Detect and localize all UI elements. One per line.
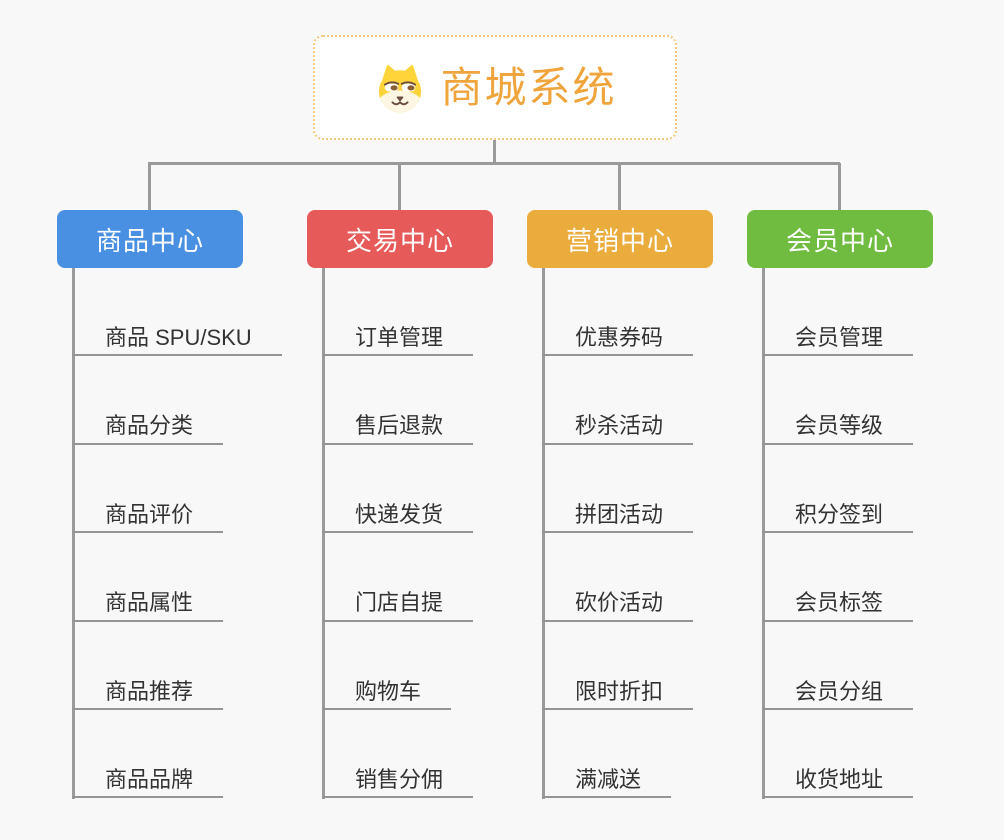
leaf-node[interactable]: 快递发货 — [322, 502, 474, 534]
connector-drop-marketing-center — [618, 163, 621, 210]
branch-column-marketing-center: 营销中心优惠券码秒杀活动拼团活动砍价活动限时折扣满减送 — [527, 210, 787, 799]
branch-node-trade-center[interactable]: 交易中心 — [307, 210, 493, 268]
branch-node-member-center[interactable]: 会员中心 — [747, 210, 933, 268]
leaf-node[interactable]: 砍价活动 — [542, 590, 694, 622]
leaf-row: 快递发货 — [322, 445, 474, 534]
leaf-list-member-center: 会员管理会员等级积分签到会员标签会员分组收货地址 — [762, 268, 914, 799]
branch-column-trade-center: 交易中心订单管理售后退款快递发货门店自提购物车销售分佣 — [307, 210, 567, 799]
leaf-row: 订单管理 — [322, 268, 474, 357]
leaf-row: 商品品牌 — [72, 710, 282, 799]
leaf-node[interactable]: 优惠券码 — [542, 325, 694, 357]
leaf-row: 秒杀活动 — [542, 356, 694, 445]
leaf-node[interactable]: 销售分佣 — [322, 767, 474, 799]
connector-trunk-member-center — [762, 268, 765, 799]
leaf-row: 销售分佣 — [322, 710, 474, 799]
leaf-row: 积分签到 — [762, 445, 914, 534]
connector-trunk-trade-center — [322, 268, 325, 799]
leaf-row: 商品推荐 — [72, 622, 282, 710]
leaf-node[interactable]: 商品属性 — [72, 590, 224, 622]
connector-drop-product-center — [148, 163, 151, 210]
leaf-node[interactable]: 秒杀活动 — [542, 413, 694, 445]
leaf-node[interactable]: 满减送 — [542, 767, 672, 799]
leaf-node[interactable]: 商品品牌 — [72, 767, 224, 799]
leaf-row: 售后退款 — [322, 356, 474, 445]
leaf-node[interactable]: 商品 SPU/SKU — [72, 325, 282, 357]
connector-root-drop — [493, 140, 496, 164]
leaf-node[interactable]: 积分签到 — [762, 502, 914, 534]
leaf-node[interactable]: 订单管理 — [322, 325, 474, 357]
leaf-node[interactable]: 会员等级 — [762, 413, 914, 445]
leaf-row: 会员管理 — [762, 268, 914, 357]
leaf-node[interactable]: 会员分组 — [762, 679, 914, 710]
branch-column-member-center: 会员中心会员管理会员等级积分签到会员标签会员分组收货地址 — [747, 210, 1004, 799]
leaf-list-trade-center: 订单管理售后退款快递发货门店自提购物车销售分佣 — [322, 268, 474, 799]
branch-node-product-center[interactable]: 商品中心 — [57, 210, 243, 268]
leaf-node[interactable]: 会员管理 — [762, 325, 914, 357]
leaf-row: 门店自提 — [322, 533, 474, 622]
leaf-row: 限时折扣 — [542, 622, 694, 710]
leaf-node[interactable]: 限时折扣 — [542, 679, 694, 710]
connector-trunk-product-center — [72, 268, 75, 799]
leaf-row: 优惠券码 — [542, 268, 694, 357]
leaf-node[interactable]: 拼团活动 — [542, 502, 694, 534]
dog-face-icon — [373, 61, 427, 115]
connector-drop-member-center — [838, 163, 841, 210]
leaf-row: 拼团活动 — [542, 445, 694, 534]
root-title: 商城系统 — [440, 63, 617, 111]
leaf-row: 购物车 — [322, 622, 473, 710]
leaf-row: 商品分类 — [72, 356, 282, 445]
branch-node-marketing-center[interactable]: 营销中心 — [527, 210, 713, 268]
connector-trunk-marketing-center — [542, 268, 545, 799]
leaf-node[interactable]: 会员标签 — [762, 590, 914, 622]
leaf-row: 满减送 — [542, 710, 693, 799]
leaf-list-marketing-center: 优惠券码秒杀活动拼团活动砍价活动限时折扣满减送 — [542, 268, 694, 799]
leaf-row: 商品评价 — [72, 445, 282, 534]
leaf-node[interactable]: 商品分类 — [72, 413, 224, 445]
leaf-row: 会员分组 — [762, 622, 914, 710]
leaf-row: 商品属性 — [72, 533, 282, 622]
leaf-row: 砍价活动 — [542, 533, 694, 622]
leaf-node[interactable]: 商品推荐 — [72, 679, 224, 710]
leaf-list-product-center: 商品 SPU/SKU 商品分类商品评价商品属性商品推荐商品品牌 — [72, 268, 282, 799]
connector-drop-trade-center — [398, 163, 401, 210]
leaf-node[interactable]: 收货地址 — [762, 767, 914, 799]
leaf-node[interactable]: 售后退款 — [322, 413, 474, 445]
leaf-row: 会员等级 — [762, 356, 914, 445]
leaf-row: 会员标签 — [762, 533, 914, 622]
branch-column-product-center: 商品中心商品 SPU/SKU 商品分类商品评价商品属性商品推荐商品品牌 — [57, 210, 317, 799]
leaf-row: 商品 SPU/SKU — [72, 268, 282, 357]
leaf-node[interactable]: 商品评价 — [72, 502, 224, 534]
leaf-node[interactable]: 购物车 — [322, 679, 452, 710]
leaf-row: 收货地址 — [762, 710, 914, 799]
connector-bus — [148, 162, 840, 165]
root-node[interactable]: 商城系统 — [313, 35, 677, 140]
leaf-node[interactable]: 门店自提 — [322, 590, 474, 622]
